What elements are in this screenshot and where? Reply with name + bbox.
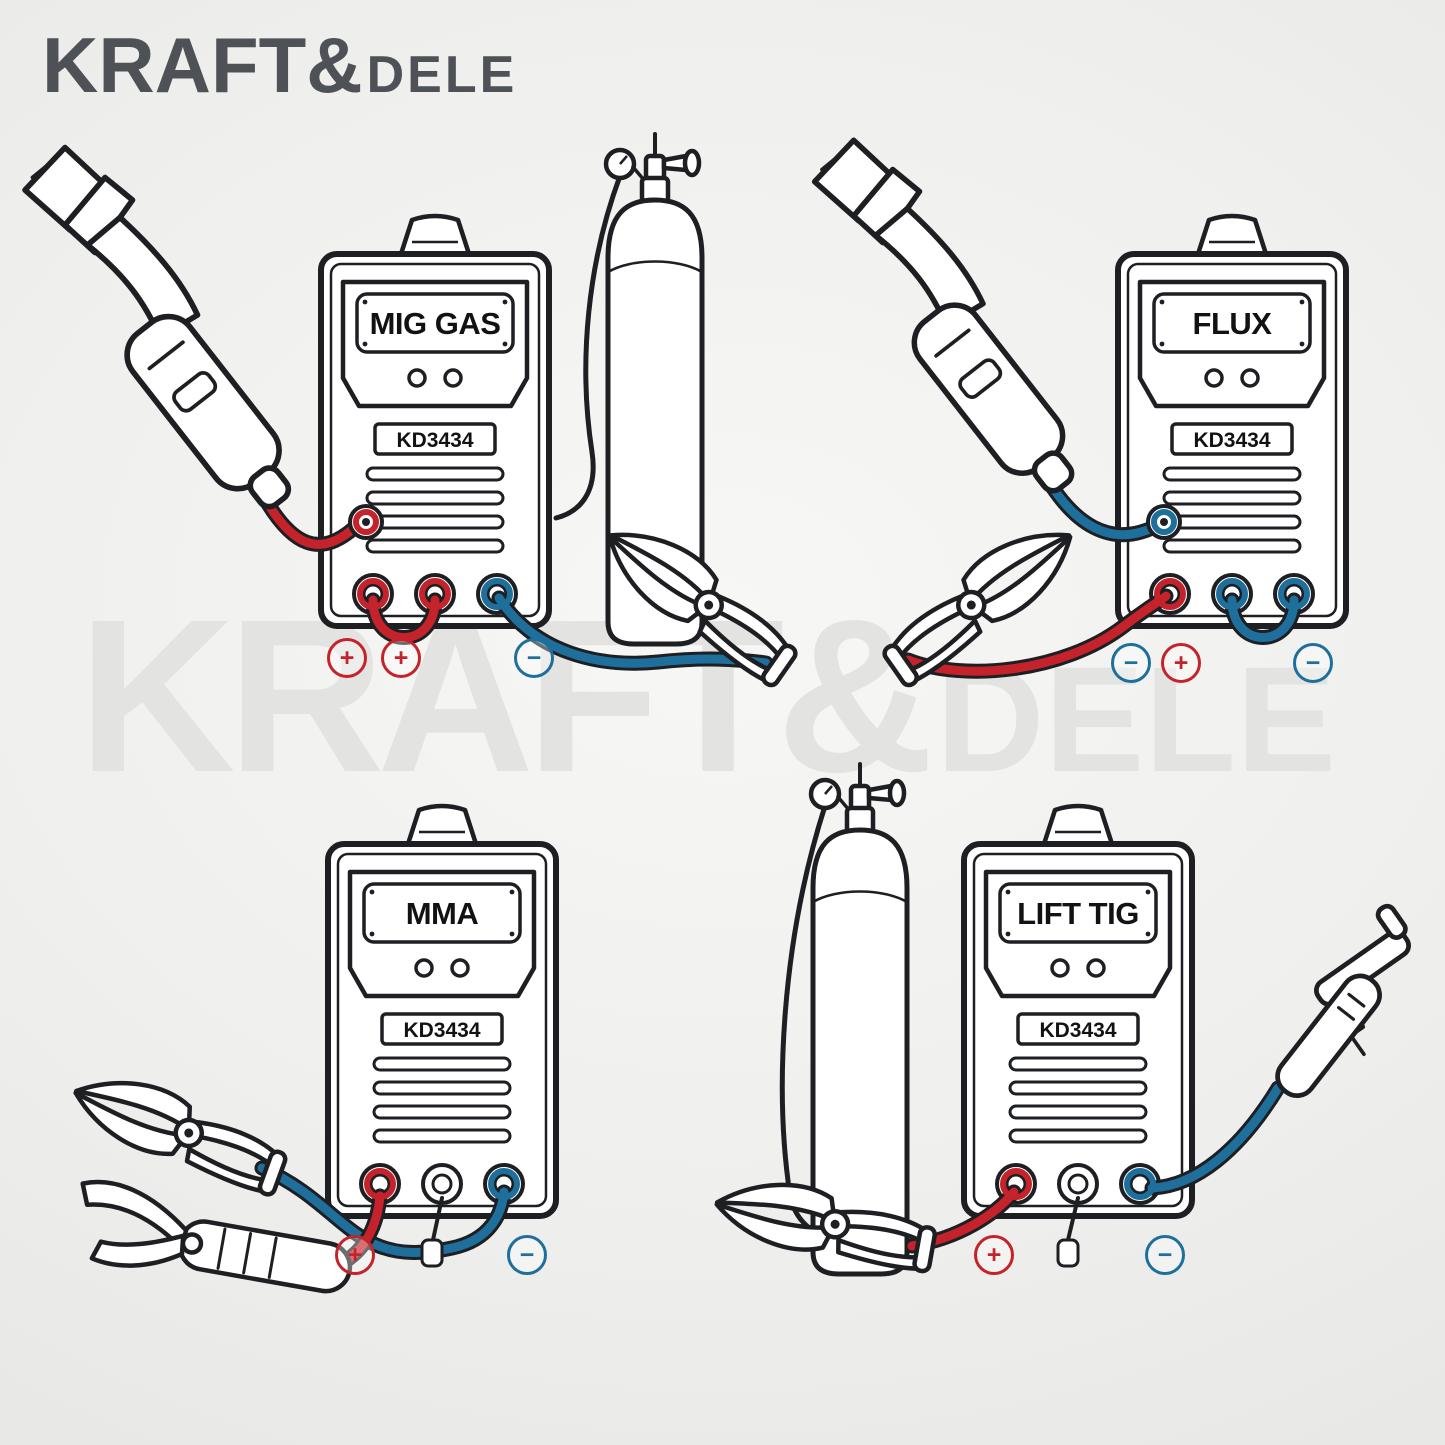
model-label: KD3434 (403, 1019, 480, 1042)
model-label: KD3434 (1193, 429, 1270, 452)
polarity-plus-marker: + (335, 1235, 375, 1275)
clamp-cable-blue (254, 1160, 512, 1260)
jumper-cable-red (365, 592, 443, 645)
polarity-minus-marker: − (1145, 1235, 1185, 1275)
polarity-minus-marker: − (1111, 643, 1151, 683)
brand-dele: DELE (366, 46, 518, 104)
polarity-plus-marker: + (1161, 643, 1201, 683)
polarity-sign: − (1123, 648, 1139, 677)
socket-rings (357, 578, 513, 610)
blank-plug (420, 1196, 444, 1268)
model-label: KD3434 (1039, 1019, 1116, 1042)
blank-plug (1056, 1196, 1080, 1268)
polarity-sign: − (526, 643, 542, 672)
brand-kraft: KRAFT (42, 21, 307, 109)
mode-label: FLUX (1193, 306, 1273, 341)
polarity-minus-marker: − (507, 1235, 547, 1275)
polarity-sign: + (393, 643, 409, 672)
jumper-cable-blue (1224, 592, 1302, 645)
panel-lift-tig: LIFT TIG KD3434 (712, 764, 1445, 1274)
clamp-cable-red (900, 588, 1174, 679)
mode-label: MIG GAS (370, 306, 501, 341)
polarity-sign: − (1305, 648, 1321, 677)
polarity-sign: + (339, 643, 355, 672)
panel-flux: FLUX KD3434 (815, 140, 1346, 688)
euro-connector (1146, 504, 1182, 540)
mode-label: LIFT TIG (1017, 896, 1139, 931)
gas-hose (553, 173, 623, 521)
socket-rings (1000, 1168, 1156, 1200)
panel-mig-gas: MIG GAS KD3434 (25, 134, 809, 688)
polarity-sign: − (1157, 1240, 1173, 1269)
polarity-minus-marker: − (1293, 643, 1333, 683)
polarity-sign: + (347, 1240, 363, 1269)
socket-rings (1154, 578, 1310, 610)
socket-rings (364, 1168, 520, 1200)
model-label: KD3434 (396, 429, 473, 452)
polarity-plus-marker: + (974, 1235, 1014, 1275)
mode-label: MMA (406, 896, 479, 931)
polarity-sign: − (519, 1240, 535, 1269)
torch-cable-blue (1144, 1080, 1286, 1196)
euro-connector (348, 504, 384, 540)
polarity-sign: + (986, 1240, 1002, 1269)
brand-logo: KRAFT&DELE (42, 26, 517, 104)
polarity-plus-marker: + (327, 638, 367, 678)
watermark-ampersand: & (776, 575, 934, 818)
brand-ampersand: & (306, 21, 363, 109)
polarity-plus-marker: + (381, 638, 421, 678)
polarity-sign: + (1173, 648, 1189, 677)
polarity-minus-marker: − (514, 638, 554, 678)
